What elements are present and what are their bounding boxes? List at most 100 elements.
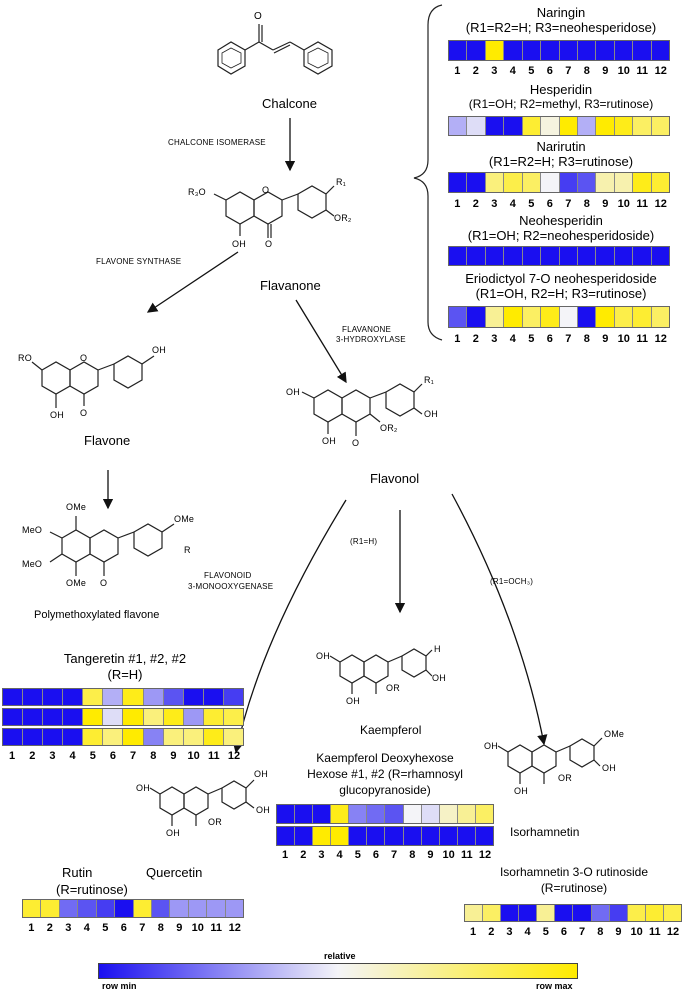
heatmap-cell	[163, 689, 184, 705]
hesperidin-subtitle: (R1=OH; R2=methyl, R3=rutinose)	[468, 97, 654, 111]
heatmap-cell	[633, 117, 652, 135]
atom-oh: OH	[602, 763, 616, 773]
heatmap-cell	[467, 247, 486, 265]
atom-or2: OR₂	[380, 423, 398, 433]
heatmap-cell	[331, 805, 350, 823]
heatmap-cell	[596, 247, 615, 265]
flavonol-structure	[301, 383, 423, 436]
column-number: 10	[630, 926, 643, 938]
heatmap-cell	[541, 307, 560, 327]
atom-o: O	[352, 438, 360, 448]
atom-oh: OH	[286, 387, 300, 397]
column-number: 7	[565, 65, 572, 77]
heatmap-cell	[403, 805, 422, 823]
pmf-structure	[49, 516, 175, 576]
heatmap-cell	[313, 805, 332, 823]
heatmap-cell	[3, 709, 24, 725]
heatmap-cell	[163, 709, 184, 725]
naringin-subtitle: (R1=R2=H; R3=neohesperidose)	[465, 20, 657, 35]
compound-flavone: Flavone	[84, 433, 131, 448]
heatmap-cell	[485, 117, 505, 135]
heatmap-cell	[467, 173, 486, 192]
column-number: 3	[491, 333, 498, 345]
heatmap-cell	[449, 117, 468, 135]
heatmap-cell	[439, 827, 458, 845]
column-number: 11	[210, 922, 223, 934]
heatmap-cell	[651, 173, 670, 192]
heatmap-cell	[3, 729, 24, 745]
column-number: 3	[49, 750, 56, 762]
narirutin-subtitle: (R1=R2=H; R3=rutinose)	[488, 154, 634, 169]
heatmap-cell	[367, 827, 386, 845]
heatmap-cell	[645, 905, 664, 921]
neohesperidin-title: Neohesperidin	[519, 213, 603, 228]
heatmap-cell	[483, 905, 502, 921]
atom-ome: OMe	[66, 502, 87, 512]
heatmap-cell	[143, 709, 164, 725]
enzyme-f3mo-line2: 3-MONOOXYGENASE	[188, 582, 274, 591]
heatmap-cell	[385, 827, 404, 845]
atom-ome: OMe	[66, 578, 87, 588]
atom-ome: OMe	[174, 514, 195, 524]
column-number: 3	[506, 926, 513, 938]
column-number: 9	[170, 750, 177, 762]
column-number: 2	[472, 198, 479, 210]
condition-r1-och3: (R1=OCH₃)	[490, 577, 534, 586]
heatmap-cell	[3, 689, 24, 705]
heatmap-cell	[103, 709, 124, 725]
heatmap-cell	[522, 173, 542, 192]
heatmap-cell	[277, 827, 296, 845]
heatmap-cell	[559, 307, 578, 327]
heatmap-row	[276, 826, 494, 846]
atom-o: O	[100, 578, 108, 588]
heatmap-cell	[207, 900, 226, 917]
heatmap-row	[448, 246, 670, 266]
heatmap-cell	[467, 307, 486, 327]
heatmap-cell	[596, 41, 615, 60]
atom-o: O	[265, 239, 273, 249]
heatmap-cell	[23, 689, 44, 705]
heatmap-cell	[331, 827, 350, 845]
heatmap-cell	[537, 905, 556, 921]
legend-color-bar	[98, 963, 578, 979]
column-number: 4	[509, 198, 516, 210]
column-number: 9	[602, 333, 609, 345]
heatmap-cell	[651, 117, 670, 135]
heatmap-cell	[421, 827, 440, 845]
atom-oh: OH	[254, 769, 268, 779]
column-number: 12	[478, 849, 492, 861]
atom-oh: OH	[152, 345, 166, 355]
column-number: 6	[546, 198, 553, 210]
heatmap-cell	[23, 709, 44, 725]
atom-oh: OH	[424, 409, 438, 419]
heatmap-row	[2, 728, 244, 746]
heatmap-cell	[63, 709, 84, 725]
heatmap-cell	[651, 307, 670, 327]
atom-ome: OMe	[604, 729, 625, 739]
atom-o: O	[80, 353, 88, 363]
quercetin-title: Quercetin	[146, 865, 203, 880]
atom-oh: OH	[432, 673, 446, 683]
eriodictyol-subtitle: (R1=OH, R2=H; R3=rutinose)	[475, 286, 647, 301]
heatmap-cell	[651, 41, 670, 60]
column-number: 11	[636, 198, 649, 210]
column-number: 7	[565, 198, 572, 210]
heatmap-row	[448, 40, 670, 61]
atom-r3o: R₃O	[188, 187, 206, 197]
heatmap-cell	[541, 117, 560, 135]
heatmap-cell	[223, 729, 243, 745]
column-number: 11	[648, 926, 661, 938]
heatmap-cell	[475, 805, 493, 823]
heatmap-cell	[449, 41, 468, 60]
column-number: 9	[602, 198, 609, 210]
heatmap-cell	[439, 805, 458, 823]
heatmap-cell	[555, 905, 574, 921]
column-number: 1	[454, 65, 461, 77]
heatmap-cell	[577, 247, 597, 265]
rutin-title: Rutin	[62, 865, 93, 880]
heatmap-cell	[103, 729, 124, 745]
heatmap-cell	[559, 41, 578, 60]
heatmap-cell	[596, 307, 615, 327]
